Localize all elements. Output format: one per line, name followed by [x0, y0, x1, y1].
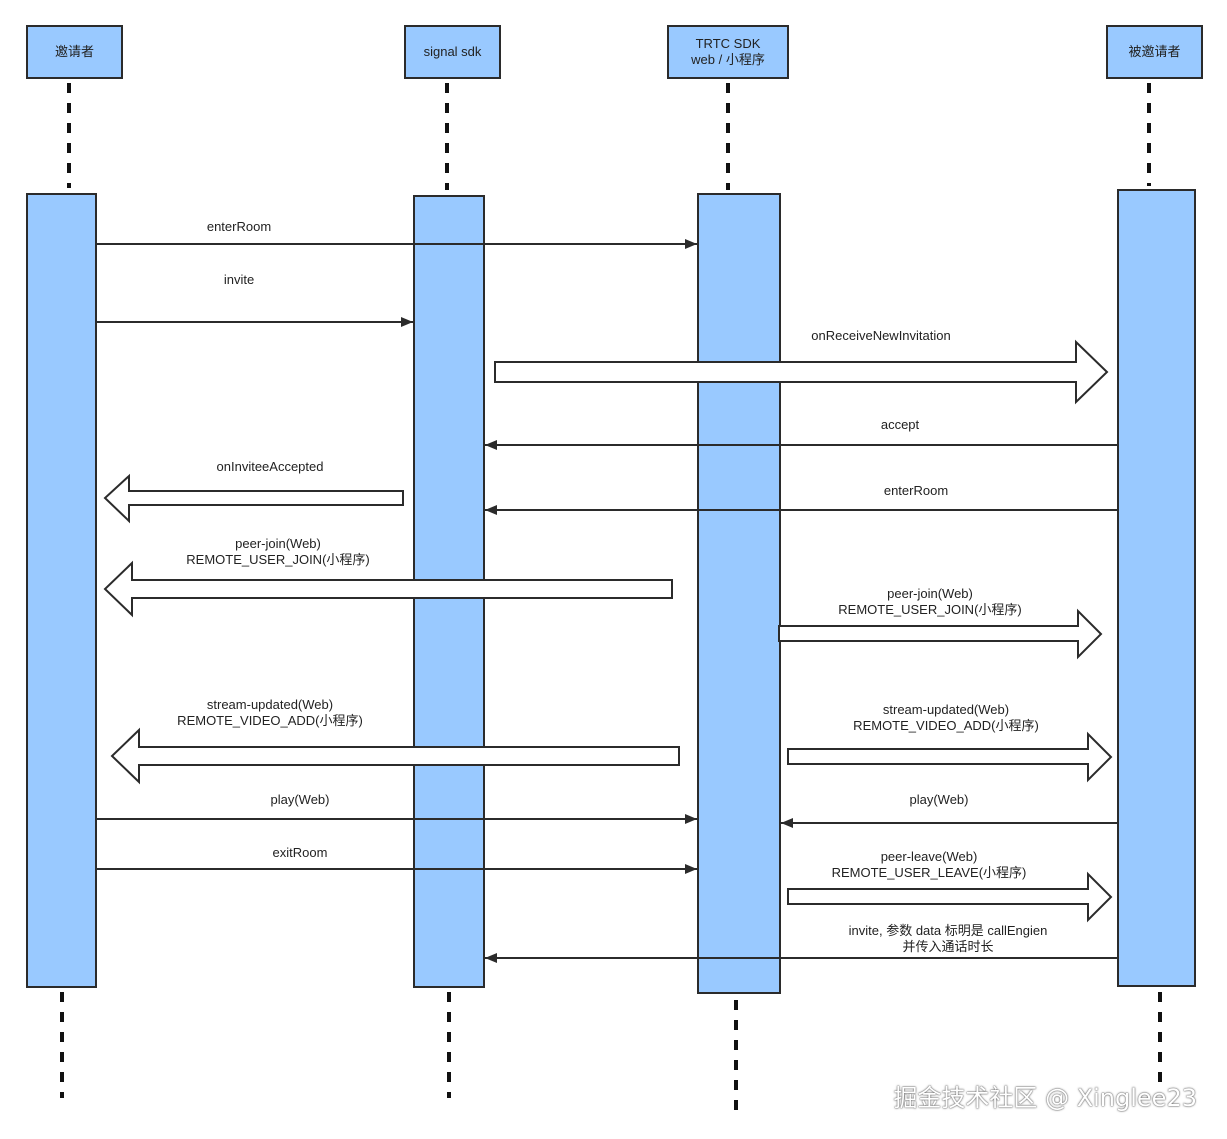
block-arrow-onreceivenewinvitation [494, 339, 1109, 405]
activation-bar-trtc-sdk [697, 193, 781, 994]
participant-label: TRTC SDK [695, 36, 761, 51]
block-arrow-peer-join-invitee [778, 608, 1103, 660]
message-label-play-inviter: play(Web) [270, 792, 330, 807]
message-label-enterroom: enterRoom [206, 219, 272, 234]
block-arrow-oninviteeaccepted [103, 473, 404, 524]
participant-inviter-box: 邀请者 [26, 25, 123, 79]
participant-label: signal sdk [423, 44, 482, 59]
message-label-onreceivenewinvitation: onReceiveNewInvitation [811, 328, 951, 343]
message-label-accept: accept [880, 417, 920, 432]
message-label-stream-updated-inviter: stream-updated(Web) REMOTE_VIDEO_ADD(小程序… [177, 697, 363, 728]
participant-label: 邀请者 [54, 44, 94, 59]
message-label-exitroom: exitRoom [272, 845, 328, 860]
watermark: 掘金技术社区 @ Xinglee23 [893, 1084, 1197, 1112]
activation-bar-invitee [1117, 189, 1196, 987]
message-label-peer-leave: peer-leave(Web) REMOTE_USER_LEAVE(小程序) [831, 849, 1027, 880]
block-arrow-peer-join-inviter [103, 560, 673, 618]
participant-trtc-sdk-box: TRTC SDK web / 小程序 [667, 25, 789, 79]
message-label-invite: invite [223, 272, 255, 287]
message-label-enterroom-invitee: enterRoom [883, 483, 949, 498]
message-label-oninviteeaccepted: onInviteeAccepted [216, 459, 324, 474]
activation-bar-inviter [26, 193, 97, 988]
message-label-peer-join-invitee: peer-join(Web) REMOTE_USER_JOIN(小程序) [838, 586, 1022, 617]
block-arrow-stream-updated-inviter [110, 727, 680, 785]
block-arrow-stream-updated-invitee [787, 731, 1113, 783]
participant-label: 被邀请者 [1128, 44, 1181, 59]
participant-signal-sdk-box: signal sdk [404, 25, 501, 79]
participant-label: web / 小程序 [691, 52, 765, 67]
message-label-play-invitee: play(Web) [909, 792, 969, 807]
message-label-stream-updated-invitee: stream-updated(Web) REMOTE_VIDEO_ADD(小程序… [853, 702, 1039, 733]
block-arrow-peer-leave-invitee [787, 871, 1113, 923]
message-label-invite-callengien: invite, 参数 data 标明是 callEngien 并传入通话时长 [848, 923, 1048, 954]
participant-invitee-box: 被邀请者 [1106, 25, 1203, 79]
message-label-peer-join-inviter: peer-join(Web) REMOTE_USER_JOIN(小程序) [186, 536, 370, 567]
